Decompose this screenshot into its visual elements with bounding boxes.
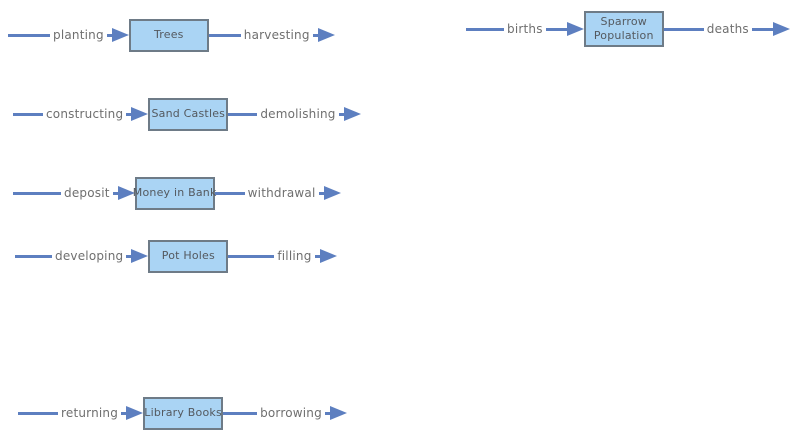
inflow-label-trees: planting (53, 28, 104, 42)
flow-arrowhead-icon (126, 406, 144, 420)
flow-arrowhead-icon (111, 28, 129, 42)
flow-line (112, 191, 119, 195)
stock-box-trees: Trees (128, 18, 209, 52)
outflow-label-pot-holes: filling (277, 249, 312, 263)
outflow-label-trees: harvesting (243, 28, 310, 42)
flow-line (13, 191, 61, 195)
stock-label-sand-castles: Sand Castles (151, 107, 226, 121)
flow-arrowhead-icon (343, 107, 361, 121)
flow-line (13, 112, 43, 116)
flow-line (318, 191, 325, 195)
flow-line (324, 411, 331, 415)
stock-label-pot-holes: Pot Holes (161, 249, 215, 263)
outflow-label-sand-castles: demolishing (260, 107, 336, 121)
flow-line (545, 27, 568, 31)
flow-line (751, 27, 774, 31)
flow-line (228, 254, 275, 258)
stock-flow-row-sparrow-population: births Sparrow Population deaths (466, 9, 790, 49)
flow-arrowhead-icon (117, 186, 135, 200)
flow-line (663, 27, 704, 31)
flow-line (8, 33, 50, 37)
stock-box-pot-holes: Pot Holes (148, 239, 229, 273)
outflow-label-money-in-bank: withdrawal (247, 186, 316, 200)
stock-box-sand-castles: Sand Castles (148, 97, 229, 131)
stock-box-money-in-bank: Money in Bank (132, 176, 217, 210)
stock-flow-row-money-in-bank: deposit Money in Bank withdrawal (13, 173, 341, 213)
flow-line (214, 191, 245, 195)
flow-line (121, 411, 128, 415)
flow-arrowhead-icon (319, 249, 337, 263)
stock-box-library-books: Library Books (143, 396, 224, 430)
flow-line (106, 33, 113, 37)
flow-line (466, 27, 504, 31)
inflow-label-library-books: returning (61, 406, 119, 420)
stock-label-trees: Trees (153, 28, 184, 42)
flow-line (18, 411, 58, 415)
inflow-label-money-in-bank: deposit (64, 186, 110, 200)
outflow-label-library-books: borrowing (260, 406, 322, 420)
flow-arrowhead-icon (131, 249, 149, 263)
flow-line (228, 112, 258, 116)
flow-arrowhead-icon (566, 22, 584, 36)
stock-flow-row-pot-holes: developing Pot Holes filling (15, 236, 337, 276)
flow-arrowhead-icon (773, 22, 790, 36)
inflow-label-sand-castles: constructing (46, 107, 124, 121)
flow-line (223, 411, 258, 415)
flow-arrowhead-icon (329, 406, 347, 420)
flow-line (312, 33, 319, 37)
stock-flow-row-library-books: returning Library Books borrowing (18, 393, 347, 433)
flow-line (314, 254, 321, 258)
inflow-label-pot-holes: developing (55, 249, 124, 263)
flow-line (126, 254, 133, 258)
flow-arrowhead-icon (131, 107, 149, 121)
flow-line (338, 112, 345, 116)
flow-arrowhead-icon (317, 28, 335, 42)
flow-line (208, 33, 241, 37)
stock-flow-row-trees: planting Trees harvesting (8, 15, 335, 55)
stock-label-money-in-bank: Money in Bank (132, 186, 217, 200)
flow-arrowhead-icon (323, 186, 341, 200)
stock-flow-row-sand-castles: constructing Sand Castles demolishing (13, 94, 361, 134)
outflow-label-sparrow-population: deaths (706, 22, 749, 36)
stock-label-sparrow-population: Sparrow Population (593, 15, 654, 42)
flow-line (126, 112, 133, 116)
stock-box-sparrow-population: Sparrow Population (583, 11, 664, 47)
stock-label-library-books: Library Books (144, 406, 222, 420)
inflow-label-sparrow-population: births (507, 22, 543, 36)
flow-line (15, 254, 52, 258)
